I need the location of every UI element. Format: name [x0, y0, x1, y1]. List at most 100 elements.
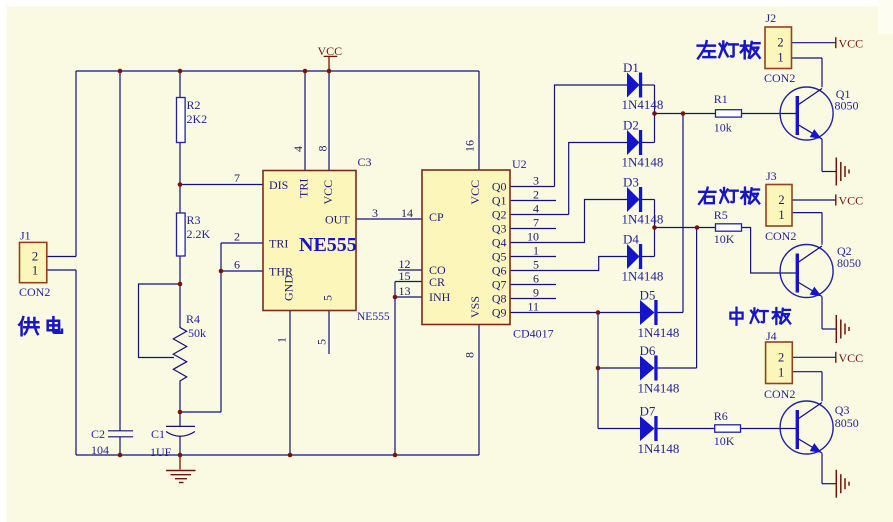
svg-text:CON2: CON2 [764, 71, 795, 85]
svg-text:VCC: VCC [468, 180, 482, 205]
svg-text:50k: 50k [188, 326, 206, 340]
svg-text:CON2: CON2 [764, 387, 795, 401]
svg-text:1N4148: 1N4148 [622, 212, 664, 227]
svg-text:J4: J4 [766, 329, 777, 343]
svg-text:CP: CP [429, 210, 444, 224]
svg-text:8: 8 [316, 146, 330, 152]
svg-text:TRI: TRI [269, 237, 288, 251]
svg-text:Q3: Q3 [492, 222, 507, 236]
svg-text:10k: 10k [714, 121, 732, 135]
svg-text:D6: D6 [640, 343, 656, 358]
svg-text:R1: R1 [714, 92, 728, 106]
svg-text:CR: CR [429, 275, 445, 289]
svg-text:VCC: VCC [839, 351, 864, 365]
svg-text:1: 1 [275, 337, 289, 343]
svg-text:11: 11 [527, 300, 539, 314]
svg-text:3: 3 [372, 206, 378, 220]
svg-text:VSS: VSS [468, 296, 482, 318]
svg-text:8050: 8050 [835, 416, 859, 430]
svg-text:R6: R6 [714, 409, 728, 423]
svg-text:D2: D2 [623, 118, 639, 133]
svg-text:1N4148: 1N4148 [638, 325, 680, 340]
svg-text:10K: 10K [714, 232, 735, 246]
svg-text:J2: J2 [766, 11, 777, 25]
svg-text:NE555: NE555 [299, 234, 357, 256]
svg-text:2: 2 [778, 193, 784, 207]
svg-text:1: 1 [778, 208, 784, 222]
svg-text:Q6: Q6 [492, 264, 507, 278]
svg-text:104: 104 [91, 443, 109, 457]
svg-text:15: 15 [399, 269, 411, 283]
svg-text:2: 2 [777, 36, 783, 50]
svg-text:CON2: CON2 [19, 285, 50, 299]
svg-text:6: 6 [234, 258, 240, 272]
svg-text:VCC: VCC [839, 194, 864, 208]
svg-text:8: 8 [463, 352, 477, 358]
svg-text:2: 2 [533, 188, 539, 202]
svg-text:9: 9 [533, 286, 539, 300]
svg-text:1N4148: 1N4148 [622, 155, 664, 170]
svg-text:C2: C2 [91, 427, 105, 441]
svg-text:Q0: Q0 [492, 180, 507, 194]
svg-text:CO: CO [429, 263, 446, 277]
svg-text:THR: THR [269, 265, 293, 279]
svg-text:7: 7 [533, 216, 539, 230]
svg-text:CD4017: CD4017 [513, 327, 554, 341]
svg-text:D3: D3 [623, 175, 639, 190]
svg-text:12: 12 [399, 257, 411, 271]
svg-text:1: 1 [777, 51, 783, 65]
svg-text:Q1: Q1 [836, 87, 851, 101]
svg-text:D7: D7 [640, 404, 656, 419]
svg-text:TRI: TRI [297, 179, 311, 198]
svg-text:8050: 8050 [837, 256, 861, 270]
svg-text:U2: U2 [512, 157, 527, 171]
svg-text:10K: 10K [714, 434, 735, 448]
svg-text:5: 5 [321, 295, 335, 301]
svg-text:1N4148: 1N4148 [638, 381, 680, 396]
svg-text:DIS: DIS [269, 178, 288, 192]
svg-text:1N4148: 1N4148 [622, 97, 664, 112]
svg-text:VCC: VCC [839, 36, 864, 50]
svg-text:2K2: 2K2 [187, 112, 208, 126]
svg-text:OUT: OUT [325, 213, 350, 227]
svg-text:Q7: Q7 [492, 278, 507, 292]
svg-text:1N4148: 1N4148 [638, 441, 680, 456]
svg-text:2: 2 [234, 230, 240, 244]
svg-text:2: 2 [32, 249, 39, 264]
svg-text:1: 1 [533, 244, 539, 258]
svg-text:R5: R5 [714, 208, 728, 222]
svg-text:Q8: Q8 [492, 292, 507, 306]
svg-text:7: 7 [234, 171, 240, 185]
svg-text:GND: GND [282, 275, 296, 301]
svg-text:INH: INH [429, 290, 451, 304]
svg-text:14: 14 [401, 206, 413, 220]
svg-text:3: 3 [533, 174, 539, 188]
svg-text:J1: J1 [20, 229, 31, 243]
svg-text:10: 10 [527, 230, 539, 244]
svg-text:5: 5 [315, 339, 329, 345]
svg-text:4: 4 [291, 146, 305, 152]
svg-text:1UF: 1UF [150, 445, 172, 459]
svg-text:Q2: Q2 [837, 244, 852, 258]
svg-text:C3: C3 [358, 155, 372, 169]
svg-text:J3: J3 [766, 169, 777, 183]
svg-text:VCC: VCC [321, 180, 335, 205]
svg-text:16: 16 [463, 140, 477, 152]
svg-text:5: 5 [533, 258, 539, 272]
svg-text:D4: D4 [623, 232, 639, 247]
svg-text:CON2: CON2 [765, 229, 796, 243]
svg-text:NE555: NE555 [357, 311, 390, 323]
svg-text:1: 1 [32, 263, 39, 278]
svg-text:Q5: Q5 [492, 250, 507, 264]
svg-text:4: 4 [533, 202, 539, 216]
svg-text:C1: C1 [151, 427, 165, 441]
svg-text:VCC: VCC [318, 44, 343, 58]
svg-text:Q9: Q9 [492, 306, 507, 320]
svg-text:Q4: Q4 [492, 236, 507, 250]
svg-text:Q2: Q2 [492, 208, 507, 222]
svg-text:6: 6 [533, 272, 539, 286]
svg-text:R2: R2 [187, 98, 201, 112]
svg-text:2.2K: 2.2K [187, 227, 211, 241]
svg-text:13: 13 [399, 284, 411, 298]
svg-text:2: 2 [778, 351, 784, 365]
